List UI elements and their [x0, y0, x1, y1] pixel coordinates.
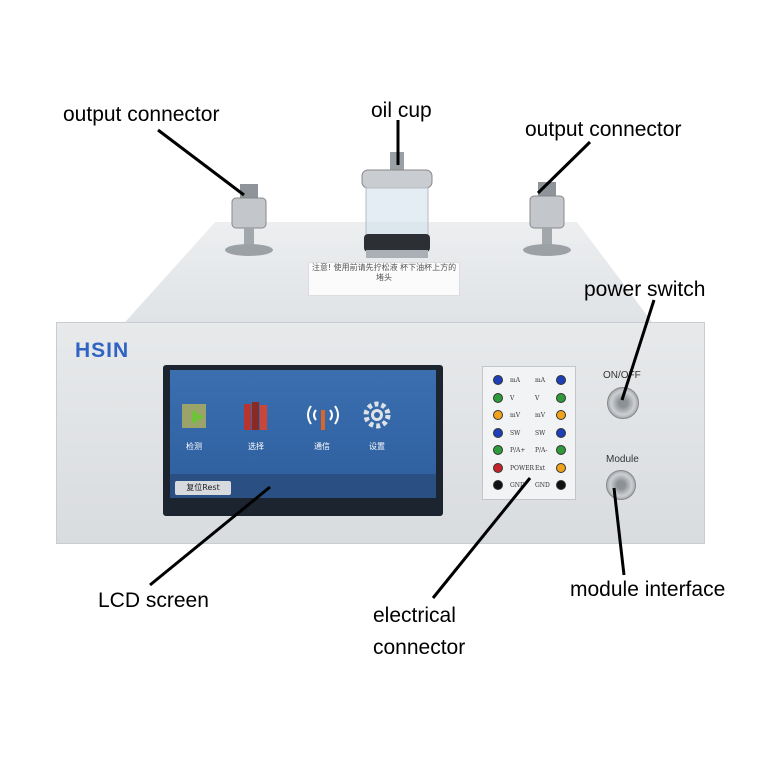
brand-logo: HSIN: [75, 339, 130, 362]
terminal-right-0[interactable]: [556, 375, 566, 385]
callout-electrical-connector-line1: electrical: [373, 604, 456, 627]
terminal-left-label: mV: [510, 412, 521, 419]
terminal-right-label: GND: [535, 482, 550, 489]
terminal-right-label: Ext: [535, 464, 546, 472]
output-connector-right: [523, 182, 571, 256]
screen-icon-label-comm: 通信: [314, 442, 330, 451]
books-icon[interactable]: [242, 400, 272, 432]
callout-output-connector-right: output connector: [525, 118, 682, 141]
terminal-left-label: mA: [510, 377, 521, 384]
screen-icon-label-settings: 设置: [369, 442, 385, 451]
terminal-left-5[interactable]: [493, 462, 503, 473]
terminal-left-label: SW: [510, 429, 521, 437]
terminal-right-label: mA: [535, 377, 546, 384]
terminal-left-label: P/A+: [510, 447, 526, 454]
callout-output-connector-left: output connector: [63, 103, 220, 126]
power-switch-label: ON/OFF: [603, 370, 641, 381]
gear-icon[interactable]: [362, 400, 392, 430]
terminal-left-label: GND: [510, 482, 525, 489]
terminal-right-3[interactable]: [556, 427, 566, 438]
module-label: Module: [606, 454, 639, 465]
output-connector-left: [225, 184, 273, 256]
terminal-left-2[interactable]: [493, 410, 503, 420]
terminal-left-1[interactable]: [493, 392, 503, 403]
terminal-left-0[interactable]: [493, 375, 503, 385]
terminal-right-label: V: [535, 394, 540, 402]
antenna-icon[interactable]: [305, 400, 341, 432]
terminal-left-label: POWER: [510, 464, 535, 472]
terminal-left-4[interactable]: [493, 445, 503, 455]
lcd-screen[interactable]: [170, 370, 436, 494]
terminal-left-6[interactable]: [493, 480, 503, 490]
callout-electrical-connector-line2: connector: [373, 636, 466, 659]
terminal-right-label: P/A-: [535, 447, 548, 454]
callout-module-interface: module interface: [570, 578, 726, 601]
reset-button[interactable]: 复位Rest: [175, 481, 231, 495]
detect-icon[interactable]: [180, 402, 210, 432]
screen-icon-label-detect: 检测: [186, 442, 202, 451]
terminal-left-3[interactable]: [493, 427, 503, 438]
module-interface-port[interactable]: [606, 470, 636, 500]
screen-icon-label-select: 选择: [248, 442, 264, 451]
terminal-right-label: SW: [535, 429, 546, 437]
callout-oil-cup: oil cup: [371, 99, 432, 122]
terminal-right-label: mV: [535, 412, 546, 419]
terminal-right-1[interactable]: [556, 392, 566, 403]
terminal-right-5[interactable]: [556, 462, 566, 473]
warning-sticker: 注意! 使用前请先拧松液 杯下油杯上方的堵头: [308, 262, 460, 296]
callout-lcd-screen: LCD screen: [98, 589, 209, 612]
callout-power-switch: power switch: [584, 278, 706, 301]
terminal-right-2[interactable]: [556, 410, 566, 420]
terminal-right-4[interactable]: [556, 445, 566, 455]
terminal-right-6[interactable]: [556, 480, 566, 490]
terminal-left-label: V: [510, 394, 515, 402]
